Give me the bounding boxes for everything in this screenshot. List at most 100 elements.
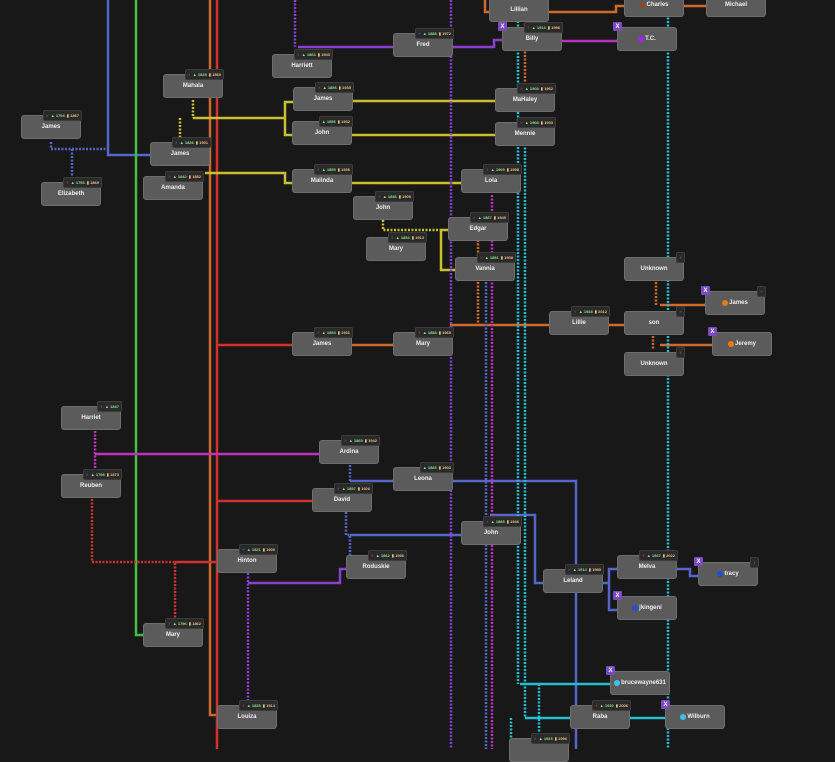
death-year: ▮ 1980 [588,567,601,572]
person-node[interactable]: Charles [624,0,684,17]
birth-year: ▲ 1796 [172,621,187,626]
birth-year: ▲ 1846 [382,194,397,199]
avatar-icon [680,714,687,720]
external-link-icon[interactable]: X [613,22,622,31]
death-year: ▮ 1996 [554,736,567,741]
gender-icon: ♀ [519,120,523,125]
gender-icon: ♂ [760,289,763,294]
death-year: ▮ 1936 [391,553,404,558]
gender-icon: ♀ [390,235,394,240]
person-name: Billy [525,36,539,42]
person-node[interactable]: ♀Unknown [624,347,685,376]
person-node[interactable]: Lillian [489,0,549,22]
external-link-icon[interactable]: X [694,557,703,566]
person-node[interactable]: ♀Unknown [624,252,685,281]
person-name: Vannia [475,266,495,272]
gender-icon: ♀ [679,255,682,260]
death-year: ▮ 1933 [540,120,553,125]
external-link-icon[interactable]: X [661,700,670,709]
person-badge: ♀▲ 1793▮ 1869 [62,177,102,188]
external-link-icon[interactable]: X [708,327,717,336]
cake-icon: ▲ [395,235,400,240]
person-name: Mary [388,246,403,252]
birth-year: ▲ 1826 [179,140,194,145]
line-blue-john [350,513,698,612]
person-name: Louiza [237,714,257,720]
external-link-icon[interactable]: X [498,22,507,31]
line-purple-hinton [248,567,346,585]
tombstone-icon: ▮ [338,85,341,90]
person-badge: ♂▲ 1854▮ 1931 [313,327,353,338]
person-node[interactable]: X♂James [701,286,766,315]
person-name: Leona [414,476,432,482]
avatar-icon [722,300,729,306]
person-badge: ♀▲ 1930▮ 2006 [591,700,631,711]
person-node[interactable]: ♂son [624,306,685,335]
tombstone-icon: ▮ [66,113,69,118]
person-name: Lillian [510,7,528,13]
gender-icon: ♂ [533,736,537,741]
person-badge: ♂▲ 1923▮ 1996 [530,733,570,744]
person-name: Raba [592,714,608,720]
birth-year: ▲ 1885 [490,519,505,524]
external-link-icon[interactable]: X [701,286,710,295]
tombstone-icon: ▮ [188,174,191,179]
person-name: son [648,320,660,326]
death-year: ▮ 1972 [438,31,451,36]
person-name: James [312,341,332,347]
person-node[interactable]: Michael [706,0,766,17]
person-name: Amanda [161,185,185,191]
cake-icon: ▲ [382,194,387,199]
dotted-red-reuben [90,499,177,623]
birth-year: ▲ 1794 [50,113,65,118]
birth-year: ▲ 1821 [246,547,261,552]
external-link-icon[interactable]: X [613,591,622,600]
cake-icon: ▲ [179,140,184,145]
cake-icon: ▲ [524,120,529,125]
person-badge: ♂▲ 1794▮ 1867 [42,110,82,121]
person-node[interactable]: X♀tracy [694,557,759,586]
gender-icon: ♂ [336,486,340,491]
person-node[interactable]: ♂▲ 1923▮ 1996 [509,733,570,762]
external-link-icon[interactable]: X [606,666,615,675]
